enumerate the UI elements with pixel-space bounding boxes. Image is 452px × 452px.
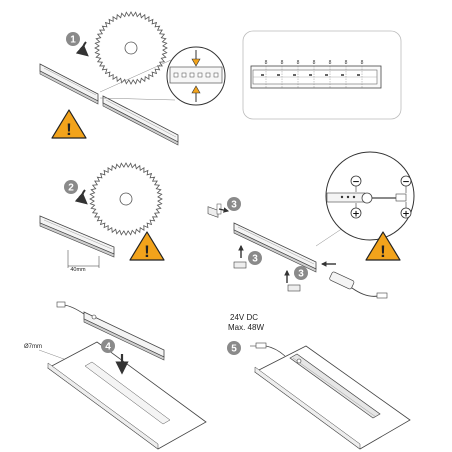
led-chip [277,74,280,76]
zoom-detail-polarity: − + − + [315,151,415,247]
step-badge-3b: 3 [248,251,262,265]
step-badge-5: 5 [227,341,241,355]
step-badge-4: 4 [101,339,115,353]
led-chip [293,74,296,76]
saw-blade-icon [94,11,168,85]
warning-triangle-icon: ! [51,109,87,139]
cut-mark-label: 8 [265,60,268,66]
led-chip [325,74,328,76]
step-2-cut-length: 40mm 2 ! [39,162,165,273]
led-chip [181,72,187,78]
cut-mark-label: 8 [329,60,332,66]
step-badge-1: 1 [66,32,80,46]
step-number: 3 [298,269,304,280]
step-number: 5 [231,344,237,355]
arrow-icon [218,207,230,213]
max-power-label: Max. 48W [228,323,264,332]
step-1-cut-profile: 1 ! 8 8 8 8 8 8 8 [39,11,402,146]
step-badge-3a: 3 [227,197,241,211]
step-badge-2: 2 [64,180,78,194]
led-chip [173,72,179,78]
cut-mark-label: 8 [345,60,348,66]
led-chip [189,72,195,78]
led-chip [197,72,203,78]
voltage-label: 24V DC [230,313,258,322]
aluminium-profile-end [39,215,115,258]
led-chip [205,72,211,78]
led-strip-detail-panel: 8 8 8 8 8 8 8 [242,30,402,120]
end-cap-bottom [233,261,301,292]
cut-mark-label: 8 [297,60,300,66]
led-chip [357,74,360,76]
led-chip [261,74,264,76]
warning-triangle-icon: ! [129,231,165,261]
saw-blade-icon [89,162,163,236]
step-number: 1 [70,35,76,46]
step-3-connect: 3 3 3 [207,151,415,299]
warning-triangle-icon: ! [365,231,401,261]
step-number: 3 [231,200,237,211]
arrow-icon [75,41,89,57]
mounting-board [47,341,207,450]
zoom-detail-cut-mark [99,46,226,106]
warning-mark: ! [380,242,386,261]
power-connector-cable [329,271,388,299]
mounting-board-installed [254,345,411,450]
step-5-power: 24V DC Max. 48W 5 [227,313,411,450]
warning-mark: ! [66,120,72,139]
minus-sign: − [352,178,360,188]
aluminium-profile-cut [39,63,179,146]
power-plug [250,342,286,357]
step-number: 4 [105,342,111,353]
cut-mark-label: 8 [281,60,284,66]
plus-sign: + [402,210,410,220]
led-chip [213,72,219,78]
minus-sign: − [402,178,410,188]
plus-sign: + [352,210,360,220]
cut-mark-label: 8 [313,60,316,66]
led-chip [309,74,312,76]
led-chip [341,74,344,76]
step-number: 2 [68,183,74,194]
end-cap-top [207,203,222,218]
dimension-40mm: 40mm [67,250,100,273]
warning-mark: ! [144,242,150,261]
step-4-install: Ø7mm 4 [24,301,207,450]
step-number: 3 [252,254,258,265]
aluminium-profile-assembled [233,222,317,273]
profile-with-cable [56,301,165,361]
drill-diameter-label: Ø7mm [24,344,42,350]
step-badge-3c: 3 [294,266,308,280]
arrow-icon [74,189,88,205]
cut-mark-label: 8 [361,60,364,66]
dimension-label: 40mm [70,267,86,273]
